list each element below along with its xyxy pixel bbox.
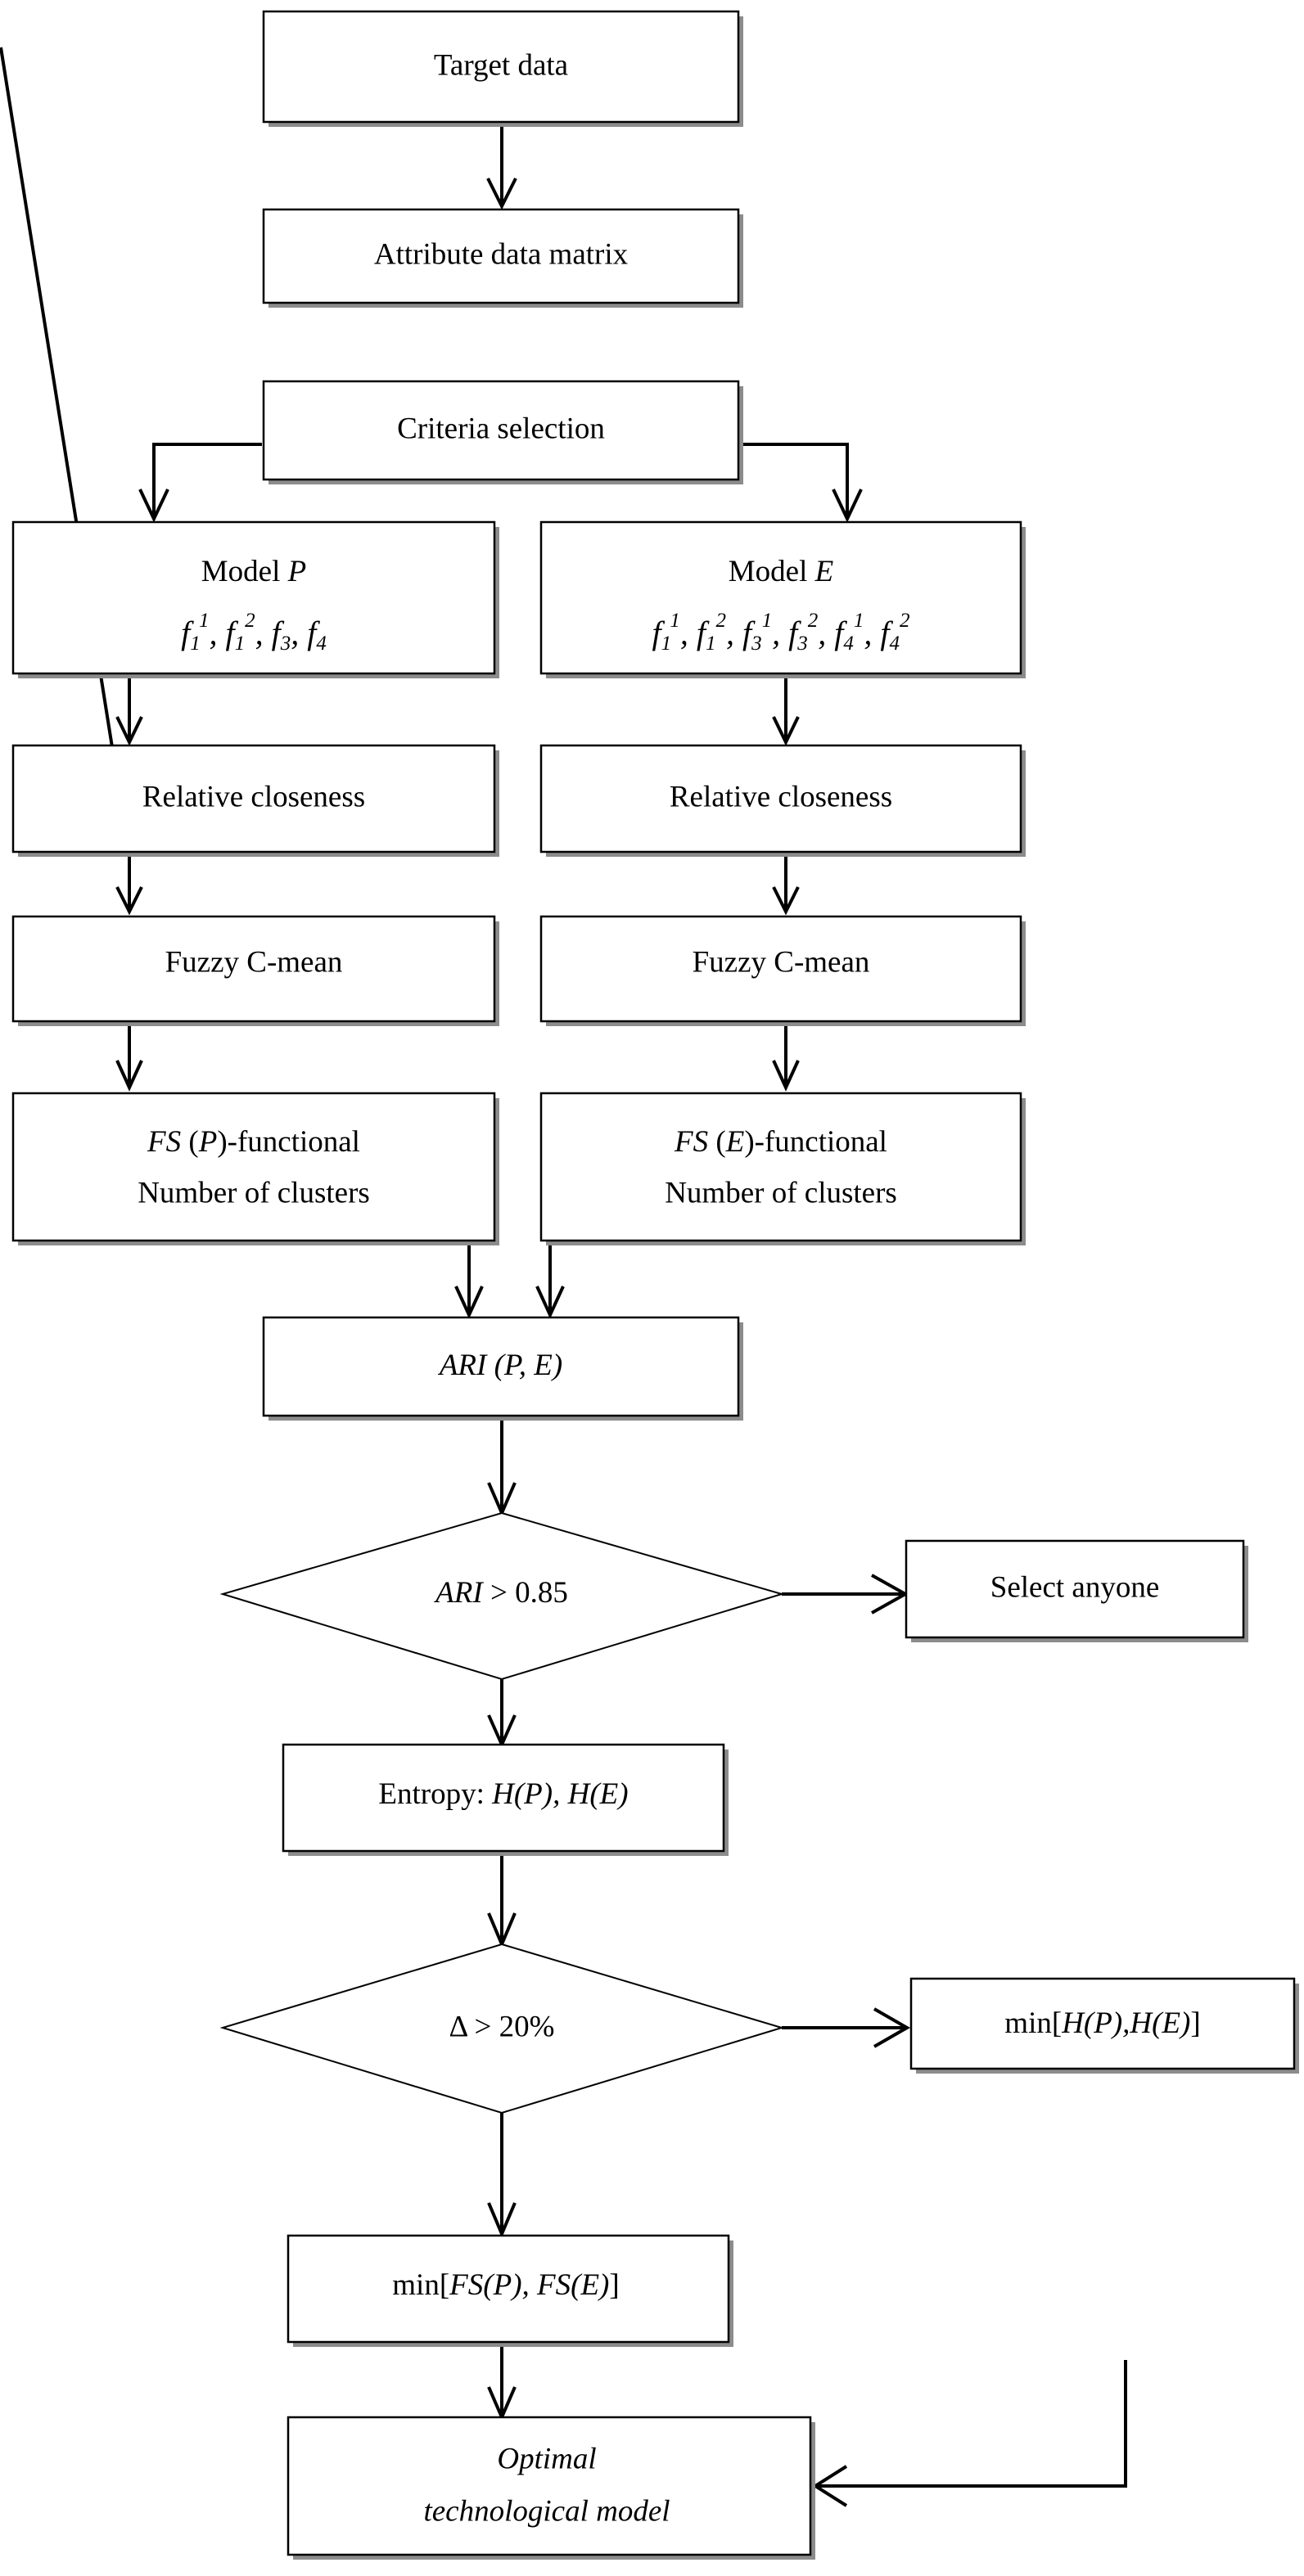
- node-criteria-selection[interactable]: Criteria selection: [262, 380, 743, 484]
- node-model-e[interactable]: Model E f11, f12, f31, f32, f41, f42: [539, 520, 1026, 678]
- edge-model-p-to-rc-left: [115, 678, 143, 746]
- edge-min-h-to-optimal: [812, 2360, 1127, 2507]
- edge-fs-p-to-ari: [454, 1242, 484, 1319]
- edge-delta-decision-to-min-fs: [487, 2113, 517, 2239]
- edge-fuzzy-right-to-fs-e: [772, 1025, 800, 1092]
- node-fs-p-functional-subtitle: Number of clusters: [138, 1176, 370, 1209]
- node-relative-closeness-right-label: Relative closeness: [670, 780, 892, 813]
- edge-criteria-to-model-e: [742, 443, 863, 523]
- node-optimal-model-line2: technological model: [423, 2494, 670, 2528]
- edge-entropy-to-delta-decision: [487, 1851, 517, 1949]
- node-ari-decision-label: ARI > 0.85: [433, 1576, 568, 1610]
- node-target-data-label: Target data: [434, 48, 568, 82]
- node-relative-closeness-left[interactable]: Relative closeness: [11, 744, 499, 857]
- node-min-fs[interactable]: min[FS(P), FS(E)]: [287, 2234, 733, 2347]
- node-optimal-model[interactable]: Optimal technological model: [287, 2416, 815, 2560]
- node-fuzzy-cmean-right[interactable]: Fuzzy C-mean: [539, 915, 1026, 1026]
- edge-ari-to-decision: [487, 1416, 517, 1518]
- node-delta-decision-label: Δ > 20%: [449, 2010, 555, 2043]
- edge-rc-right-to-fuzzy-right: [772, 855, 800, 916]
- node-model-p[interactable]: Model P f11, f12, f3, f4: [11, 520, 499, 678]
- node-min-h[interactable]: min[H(P),H(E)]: [909, 1977, 1299, 2074]
- node-fuzzy-cmean-left-label: Fuzzy C-mean: [165, 945, 343, 979]
- node-target-data[interactable]: Target data: [262, 10, 743, 127]
- edge-delta-decision-to-min-h: [782, 2007, 911, 2048]
- node-attribute-data-matrix-label: Attribute data matrix: [374, 237, 629, 271]
- node-fs-e-functional[interactable]: FS (E)-functional Number of clusters: [539, 1092, 1026, 1245]
- node-min-fs-label: min[FS(P), FS(E)]: [392, 2268, 619, 2302]
- node-fs-e-functional-title: FS (E)-functional: [674, 1125, 887, 1159]
- edge-min-fs-to-optimal: [487, 2342, 517, 2422]
- node-fuzzy-cmean-right-label: Fuzzy C-mean: [693, 945, 870, 979]
- node-ari-pe-label: ARI (P, E): [437, 1349, 562, 1382]
- node-criteria-selection-label: Criteria selection: [397, 412, 605, 445]
- node-min-h-label: min[H(P),H(E)]: [1004, 2006, 1200, 2040]
- edge-fuzzy-left-to-fs-p: [115, 1025, 143, 1092]
- edge-criteria-to-model-p: [138, 443, 262, 523]
- edge-model-e-to-rc-right: [772, 678, 800, 746]
- node-model-p-criteria: f11, f12, f3, f4: [181, 610, 327, 655]
- node-entropy[interactable]: Entropy: H(P), H(E): [282, 1743, 729, 1856]
- node-model-e-criteria: f11, f12, f31, f32, f41, f42: [652, 610, 910, 655]
- edge-ari-decision-to-select-anyone: [782, 1574, 909, 1615]
- node-ari-pe[interactable]: ARI (P, E): [262, 1316, 743, 1421]
- node-fs-p-functional[interactable]: FS (P)-functional Number of clusters: [11, 1092, 499, 1245]
- node-attribute-data-matrix[interactable]: Attribute data matrix: [262, 208, 743, 308]
- edge-ari-decision-to-entropy: [487, 1679, 517, 1749]
- node-select-anyone-label: Select anyone: [990, 1570, 1160, 1604]
- node-select-anyone[interactable]: Select anyone: [905, 1539, 1248, 1642]
- node-relative-closeness-right[interactable]: Relative closeness: [539, 744, 1026, 857]
- edge-fs-e-to-ari: [535, 1242, 565, 1319]
- edge-target-to-attribute: [486, 125, 517, 210]
- node-fuzzy-cmean-left[interactable]: Fuzzy C-mean: [11, 915, 499, 1026]
- edge-rc-left-to-fuzzy-left: [0, 47, 143, 916]
- node-fs-p-functional-title: FS (P)-functional: [147, 1125, 360, 1159]
- node-ari-decision[interactable]: ARI > 0.85: [219, 1511, 785, 1681]
- node-model-p-title: Model P: [201, 555, 306, 588]
- node-delta-decision[interactable]: Δ > 20%: [219, 1943, 785, 2114]
- node-entropy-label: Entropy: H(P), H(E): [378, 1777, 628, 1811]
- node-model-e-title: Model E: [729, 555, 833, 588]
- node-relative-closeness-left-label: Relative closeness: [142, 780, 365, 813]
- node-optimal-model-line1: Optimal: [497, 2442, 596, 2475]
- node-fs-e-functional-subtitle: Number of clusters: [665, 1176, 897, 1209]
